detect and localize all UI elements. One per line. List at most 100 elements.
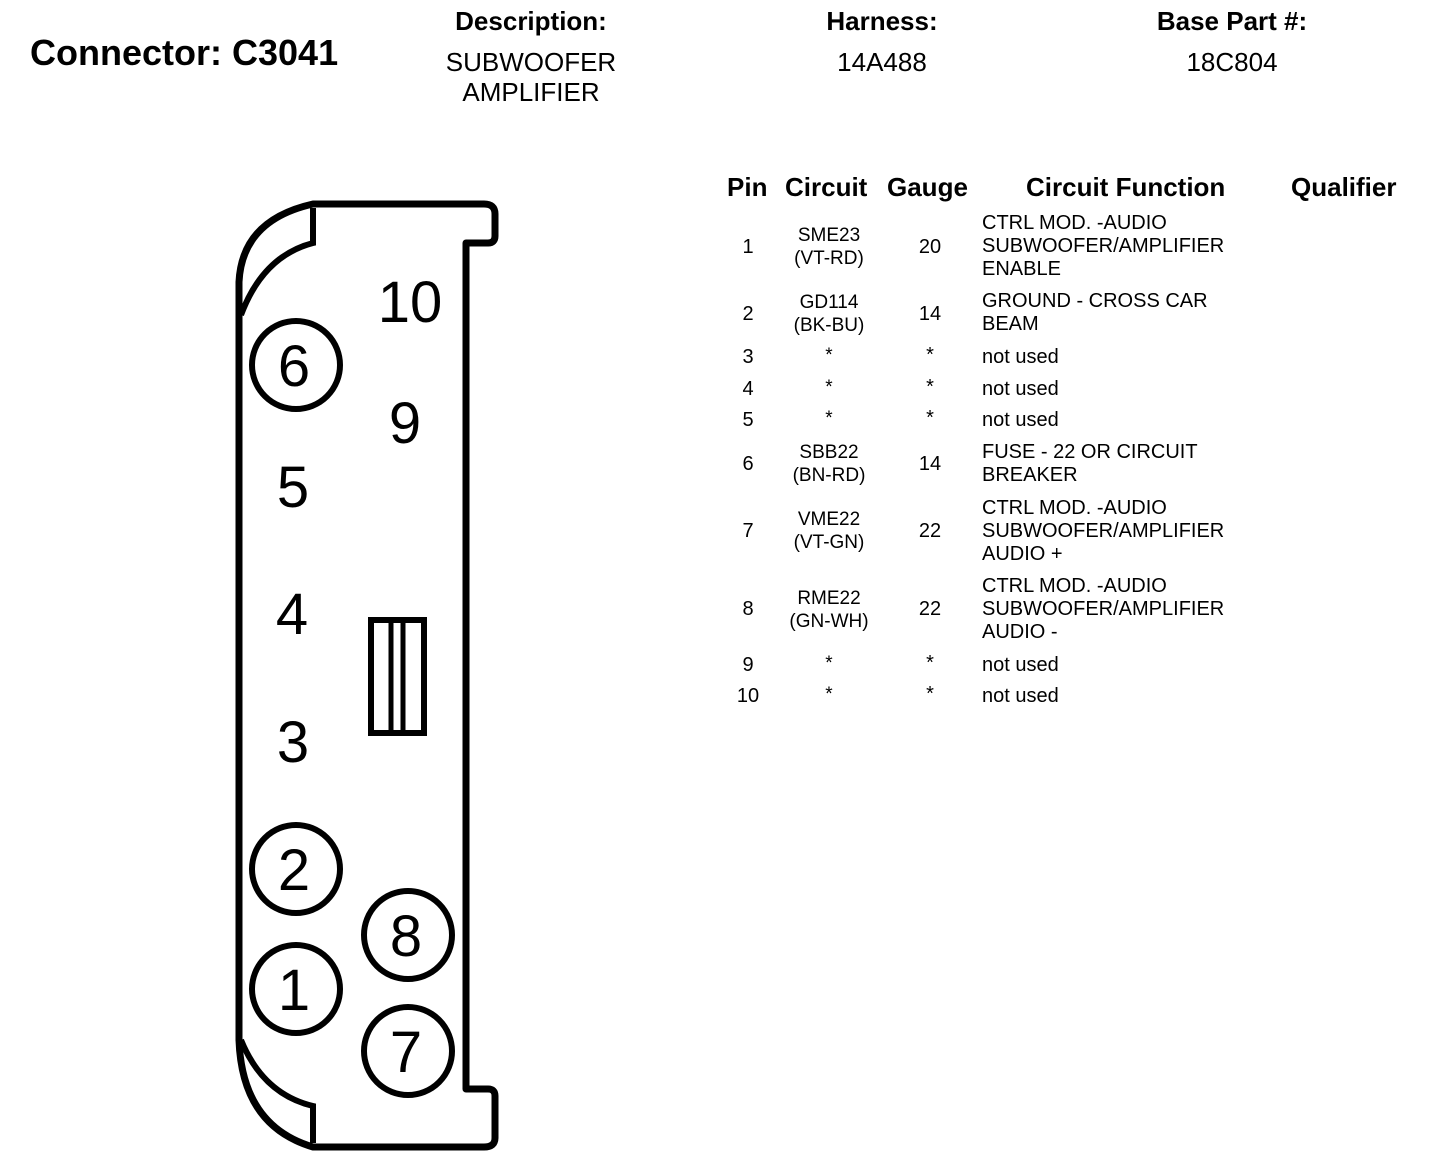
row-1-function: CTRL MOD. -AUDIO SUBWOOFER/AMPLIFIER ENA…: [982, 212, 1224, 281]
description-line: SUBWOOFER: [445, 47, 617, 77]
row-3-gauge: *: [926, 344, 934, 366]
row-3-circuit: *: [825, 345, 833, 366]
function-line: CTRL MOD. -AUDIO: [982, 497, 1167, 519]
row-6-pin: 6: [742, 453, 754, 475]
circuit-line: (BK-BU): [793, 315, 865, 336]
pin-label-7: 7: [390, 1020, 422, 1085]
row-4-circuit: *: [825, 377, 833, 398]
row-5-pin: 5: [742, 409, 754, 431]
pin-label-5: 5: [277, 455, 309, 520]
row-4-pin: 4: [742, 378, 754, 400]
connector-id: C3041: [232, 32, 339, 73]
description-block: Description: SUBWOOFER AMPLIFIER: [400, 6, 662, 107]
row-5-circuit: *: [825, 408, 833, 429]
row-6-function: FUSE - 22 OR CIRCUIT BREAKER: [982, 441, 1198, 487]
base-part-label: Base Part #:: [1156, 6, 1308, 36]
connector-inner-curve-top: [238, 208, 316, 317]
pin-label-4: 4: [276, 582, 308, 647]
harness-label: Harness:: [826, 6, 938, 36]
function-line: GROUND - CROSS CAR: [982, 290, 1208, 312]
function-line: CTRL MOD. -AUDIO: [982, 212, 1167, 234]
row-8-function: CTRL MOD. -AUDIO SUBWOOFER/AMPLIFIER AUD…: [982, 575, 1224, 644]
pin-1-circle: [249, 942, 343, 1036]
circuit-line: (VT-GN): [793, 532, 865, 553]
row-3-pin: 3: [742, 346, 754, 368]
function-line: BREAKER: [982, 464, 1078, 486]
row-10-circuit: *: [825, 684, 833, 705]
row-2-pin: 2: [742, 303, 754, 325]
pin-label-3: 3: [277, 710, 309, 775]
circuit-line: VME22: [797, 509, 861, 530]
row-4-gauge: *: [926, 376, 934, 398]
circuit-line: GD114: [799, 292, 859, 313]
harness-value: 14A488: [837, 47, 927, 77]
harness-block: Harness: 14A488: [760, 6, 1004, 77]
row-5-function: not used: [982, 409, 1059, 431]
row-7-circuit: VME22 (VT-GN): [774, 508, 884, 554]
circuit-line: (BN-RD): [792, 465, 866, 486]
row-5-gauge: *: [926, 407, 934, 429]
pin-label-1: 1: [278, 958, 310, 1023]
base-part-value: 18C804: [1186, 47, 1278, 77]
row-6-circuit: SBB22 (BN-RD): [774, 441, 884, 487]
pin-8-circle: [361, 888, 455, 982]
header-circuit-function: Circuit Function: [1026, 172, 1226, 202]
row-9-function: not used: [982, 654, 1059, 676]
row-6-gauge: 14: [918, 453, 942, 475]
row-4-function: not used: [982, 378, 1059, 400]
description-label: Description:: [455, 6, 607, 36]
row-8-circuit: RME22 (GN-WH): [774, 587, 884, 633]
locking-key: [368, 617, 427, 736]
function-line: SUBWOOFER/AMPLIFIER: [982, 520, 1225, 542]
row-1-pin: 1: [742, 236, 754, 258]
function-line: AUDIO +: [982, 543, 1063, 565]
pin-label-2: 2: [278, 838, 310, 903]
row-10-pin: 10: [736, 685, 760, 707]
row-2-circuit: GD114 (BK-BU): [774, 291, 884, 337]
connector-label: Connector:: [30, 32, 222, 73]
pin-7-circle: [361, 1004, 455, 1098]
function-line: AUDIO -: [982, 621, 1058, 643]
pin-6-circle: [249, 318, 343, 412]
row-9-gauge: *: [926, 652, 934, 674]
circuit-line: RME22: [797, 588, 861, 609]
function-line: SUBWOOFER/AMPLIFIER: [982, 235, 1225, 257]
row-8-gauge: 22: [918, 598, 942, 620]
row-2-function: GROUND - CROSS CAR BEAM: [982, 290, 1208, 336]
connector-face-diagram: 10 6 9 5 4 3 2 8 1 7: [235, 200, 499, 1151]
row-1-circuit: SME23 (VT-RD): [774, 224, 884, 270]
header-qualifier: Qualifier: [1291, 172, 1397, 202]
row-8-pin: 8: [742, 598, 754, 620]
pin-label-9: 9: [389, 391, 421, 456]
row-7-function: CTRL MOD. -AUDIO SUBWOOFER/AMPLIFIER AUD…: [982, 497, 1224, 566]
pin-label-10: 10: [378, 270, 443, 335]
row-7-pin: 7: [742, 520, 754, 542]
function-line: BEAM: [982, 313, 1039, 335]
base-part-block: Base Part #: 18C804: [1110, 6, 1354, 77]
description-line: AMPLIFIER: [462, 77, 600, 107]
header-pin: Pin: [727, 172, 768, 202]
function-line: CTRL MOD. -AUDIO: [982, 575, 1167, 597]
connector-title: Connector: C3041: [30, 32, 338, 74]
pin-label-6: 6: [278, 334, 310, 399]
circuit-line: (GN-WH): [789, 611, 869, 632]
function-line: ENABLE: [982, 258, 1061, 280]
function-line: FUSE - 22 OR CIRCUIT: [982, 441, 1198, 463]
row-3-function: not used: [982, 346, 1059, 368]
row-7-gauge: 22: [918, 520, 942, 542]
function-line: SUBWOOFER/AMPLIFIER: [982, 598, 1225, 620]
row-10-function: not used: [982, 685, 1059, 707]
row-9-circuit: *: [825, 653, 833, 674]
pin-2-circle: [249, 822, 343, 916]
connector-housing-outline: [235, 200, 499, 1151]
row-10-gauge: *: [926, 683, 934, 705]
circuit-line: (VT-RD): [794, 248, 864, 269]
row-9-pin: 9: [742, 654, 754, 676]
header-gauge: Gauge: [887, 172, 968, 202]
pin-label-8: 8: [390, 904, 422, 969]
header-circuit: Circuit: [785, 172, 868, 202]
row-2-gauge: 14: [918, 303, 942, 325]
row-1-gauge: 20: [918, 236, 942, 258]
connector-inner-curve-bottom: [238, 1038, 316, 1143]
circuit-line: SME23: [797, 225, 861, 246]
